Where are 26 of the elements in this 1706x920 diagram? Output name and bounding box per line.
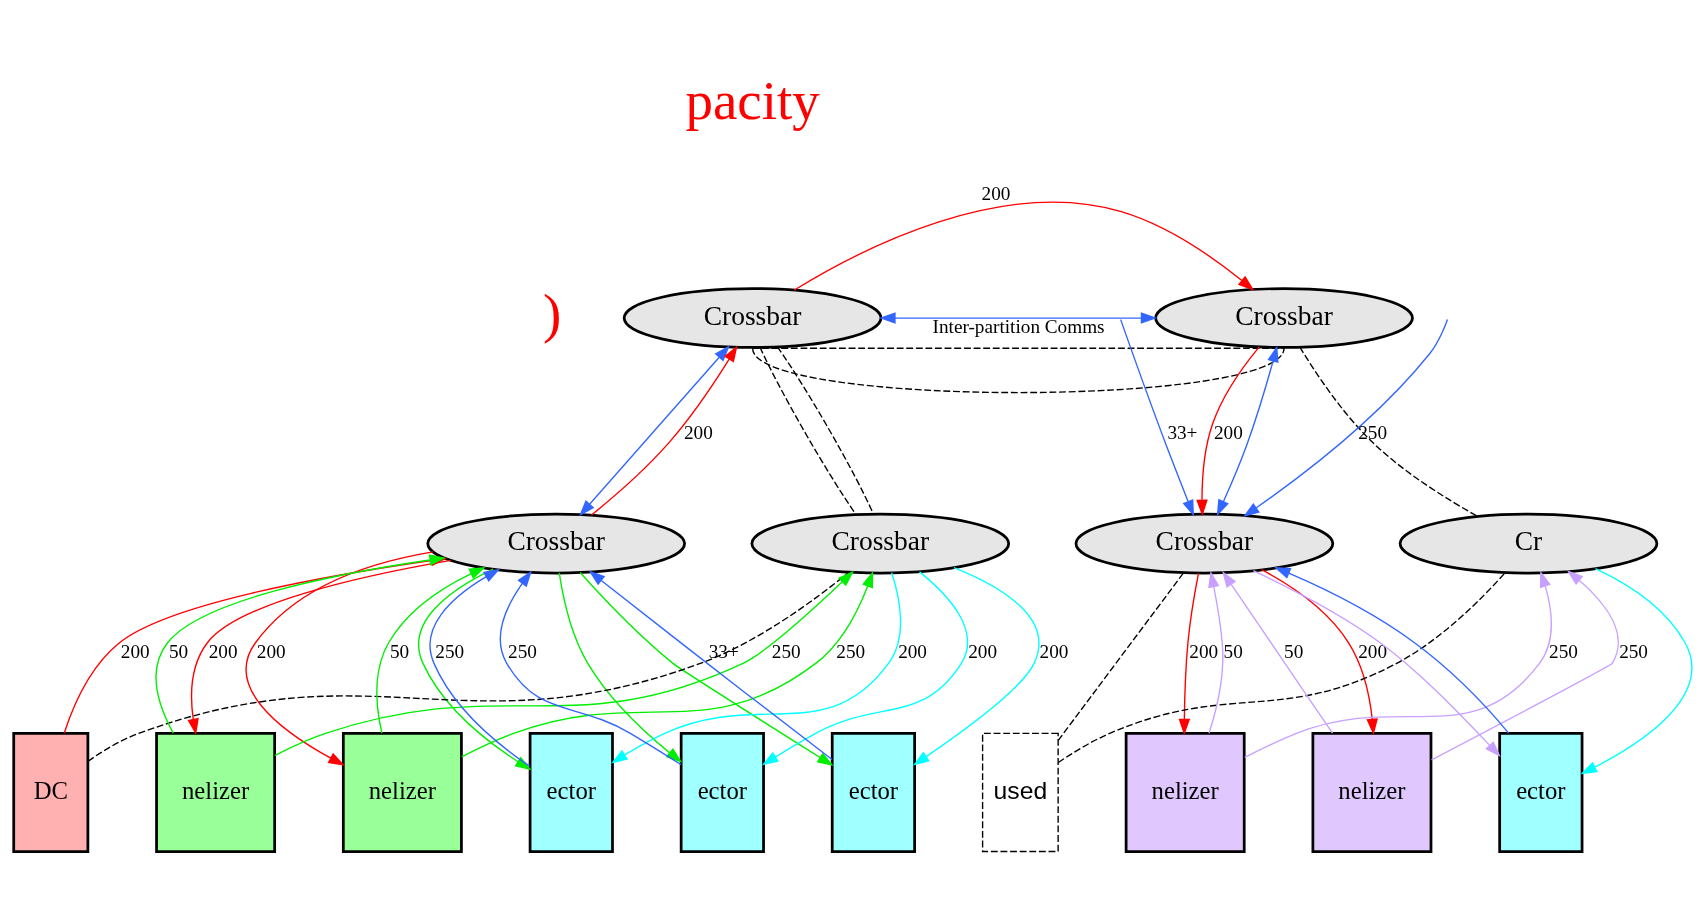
- edge-label: 250: [1619, 640, 1648, 662]
- edge-label: 200: [968, 640, 998, 662]
- edge-label: 50: [390, 640, 410, 662]
- edge-label: 200: [898, 640, 927, 662]
- edge-label: 250: [435, 640, 465, 662]
- edge-label: 250: [1549, 640, 1578, 662]
- edge-label: 200: [1039, 640, 1069, 662]
- edge-label: 200: [256, 640, 286, 662]
- edge-label: 50: [168, 640, 189, 662]
- edge-label: 200: [1214, 421, 1243, 443]
- edge-label: 200: [981, 182, 1011, 204]
- label: pacity: [685, 69, 820, 131]
- edge-label: 200: [208, 640, 238, 662]
- edge-label: 200: [120, 640, 150, 662]
- edge-label: 250: [836, 640, 866, 662]
- edge-label: 200: [1358, 640, 1388, 662]
- edge-label: 200: [683, 421, 713, 443]
- edge-label: 33+: [1167, 421, 1198, 443]
- edge-label: 50: [1284, 640, 1304, 662]
- edge-label: 200: [1189, 640, 1219, 662]
- edge-label: 50: [1223, 640, 1243, 662]
- label: ): [542, 282, 562, 344]
- edge-label: 250: [1358, 421, 1388, 443]
- edge-label: 250: [508, 640, 537, 662]
- edge-label: Inter-partition Comms: [932, 315, 1105, 337]
- edge-label: 250: [771, 640, 801, 662]
